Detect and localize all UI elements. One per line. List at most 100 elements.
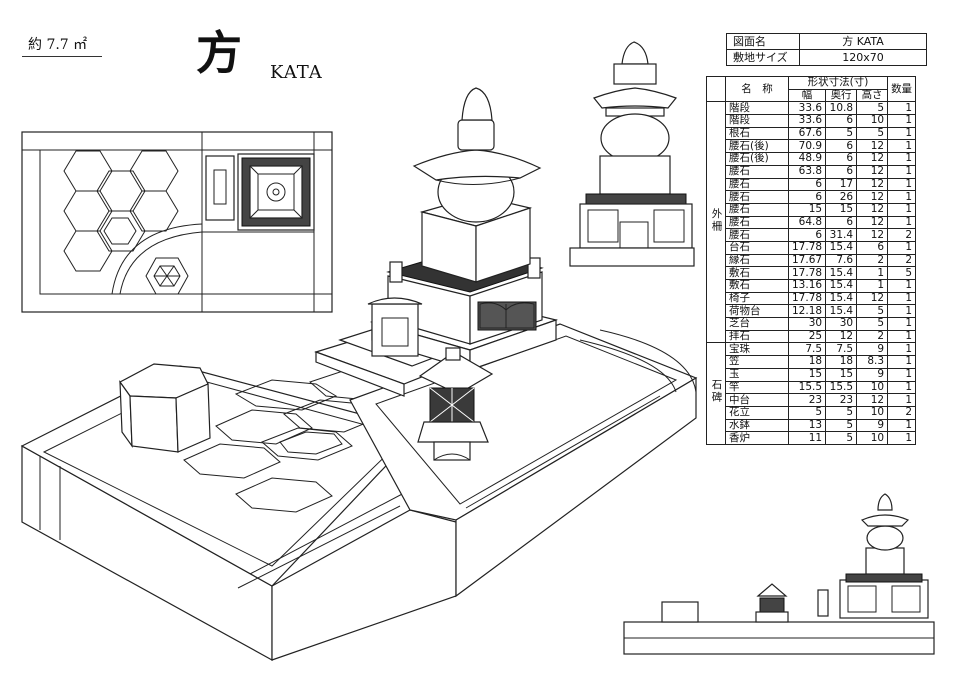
part-depth: 5 (825, 418, 858, 433)
part-depth: 26 (825, 190, 858, 204)
part-name: 水鉢 (725, 418, 789, 433)
part-qty: 1 (887, 152, 917, 166)
part-depth: 6 (825, 164, 858, 179)
part-depth: 6 (825, 139, 858, 154)
part-name: 腰石(後) (725, 139, 789, 154)
incense-shrine (371, 303, 419, 357)
plan-lantern-hex (145, 257, 189, 295)
part-qty: 1 (887, 139, 917, 154)
part-height: 10 (856, 114, 889, 128)
part-width: 67.6 (787, 126, 827, 141)
part-name: 香炉 (725, 431, 789, 445)
part-width: 63.8 (787, 164, 827, 179)
col-name-header: 名 称 (725, 75, 789, 103)
part-depth: 12 (825, 329, 858, 344)
part-name: 根石 (725, 126, 789, 141)
part-width: 17.78 (787, 240, 827, 255)
dimension-header: 形状寸法(寸) (787, 76, 889, 90)
part-height: 12 (856, 164, 889, 179)
part-height: 12 (856, 215, 889, 230)
part-depth: 15.4 (825, 266, 858, 280)
col-depth-header: 奥行 (825, 88, 858, 103)
part-name: 腰石 (725, 202, 789, 217)
part-height: 2 (856, 253, 889, 268)
part-name: 腰石 (725, 164, 789, 179)
part-name: 竿 (725, 380, 789, 395)
part-qty: 1 (887, 177, 917, 192)
part-width: 13 (787, 418, 827, 433)
group-label-text: 外柵 (710, 207, 723, 233)
part-height: 12 (856, 177, 889, 192)
part-width: 11 (787, 431, 827, 445)
part-width: 17.78 (787, 266, 827, 280)
part-qty: 1 (887, 317, 917, 331)
part-height: 8.3 (856, 355, 889, 369)
part-qty: 1 (887, 393, 917, 407)
part-name: 中台 (725, 393, 789, 407)
part-width: 48.9 (787, 152, 827, 166)
part-height: 10 (856, 380, 889, 395)
drawing-info-table: 図面名 方 KATA 敷地サイズ 120x70 (726, 33, 927, 66)
part-height: 5 (856, 101, 889, 116)
part-qty: 1 (887, 126, 917, 141)
part-name: 台石 (725, 240, 789, 255)
part-height: 9 (856, 342, 889, 357)
part-qty: 2 (887, 228, 917, 242)
part-height: 5 (856, 126, 889, 141)
part-qty: 1 (887, 367, 917, 382)
part-depth: 31.4 (825, 228, 858, 242)
part-qty: 1 (887, 164, 917, 179)
part-name: 縁石 (725, 253, 789, 268)
part-depth: 7.6 (825, 253, 858, 268)
part-name: 拝石 (725, 329, 789, 344)
part-width: 64.8 (787, 215, 827, 230)
part-name: 敷石 (725, 266, 789, 280)
part-height: 1 (856, 279, 889, 293)
area-underline (22, 56, 102, 57)
part-depth: 6 (825, 215, 858, 230)
part-qty: 1 (887, 215, 917, 230)
part-height: 5 (856, 317, 889, 331)
part-width: 30 (787, 317, 827, 331)
part-name: 腰石 (725, 190, 789, 204)
part-depth: 6 (825, 114, 858, 128)
part-width: 33.6 (787, 114, 827, 128)
part-height: 12 (856, 190, 889, 204)
part-qty: 1 (887, 291, 917, 306)
info-value: 方 KATA (799, 33, 927, 50)
part-depth: 5 (825, 431, 858, 445)
part-height: 10 (856, 431, 889, 445)
group-label: 石碑 (706, 342, 726, 445)
part-qty: 1 (887, 240, 917, 255)
part-name: 芝台 (725, 317, 789, 331)
part-qty: 1 (887, 380, 917, 395)
part-height: 1 (856, 266, 889, 280)
group-label-text: 石碑 (710, 379, 723, 405)
part-height: 12 (856, 291, 889, 306)
design-title-latin: KATA (270, 62, 323, 83)
part-qty: 1 (887, 304, 917, 319)
part-depth: 15.4 (825, 291, 858, 306)
part-height: 12 (856, 202, 889, 217)
part-name: 玉 (725, 367, 789, 382)
site-area-label: 約 7.7 ㎡ (28, 37, 88, 53)
part-width: 15.5 (787, 380, 827, 395)
part-height: 12 (856, 152, 889, 166)
tower-roof (412, 149, 542, 181)
part-depth: 17 (825, 177, 858, 192)
part-qty: 5 (887, 266, 917, 280)
info-key: 図面名 (726, 33, 800, 50)
part-name: 腰石 (725, 228, 789, 242)
part-qty: 1 (887, 279, 917, 293)
